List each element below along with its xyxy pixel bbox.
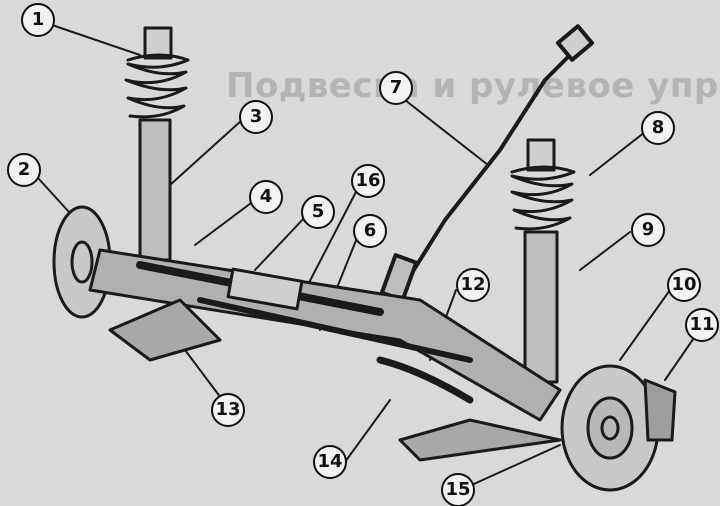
callout-12: 12 — [456, 268, 490, 302]
callout-3: 3 — [239, 100, 273, 134]
background-heading: Подвеска и рулевое управление — [226, 66, 720, 106]
callout-10: 10 — [667, 268, 701, 302]
callout-13: 13 — [211, 393, 245, 427]
callout-1: 1 — [21, 3, 55, 37]
callout-9: 9 — [631, 213, 665, 247]
callout-2: 2 — [7, 153, 41, 187]
lower-arms — [108, 298, 562, 462]
subframe-and-rack — [88, 248, 562, 422]
callout-14: 14 — [313, 445, 347, 479]
callout-6: 6 — [353, 214, 387, 248]
callout-8: 8 — [641, 111, 675, 145]
right-strut — [510, 138, 576, 384]
callout-11: 11 — [685, 308, 719, 342]
right-brake-disc — [560, 364, 677, 492]
callout-4: 4 — [249, 180, 283, 214]
callout-5: 5 — [301, 195, 335, 229]
callout-15: 15 — [441, 473, 475, 506]
callout-7: 7 — [379, 71, 413, 105]
callout-16: 16 — [351, 164, 385, 198]
leader-lines — [37, 24, 699, 489]
steering-column — [379, 24, 595, 303]
